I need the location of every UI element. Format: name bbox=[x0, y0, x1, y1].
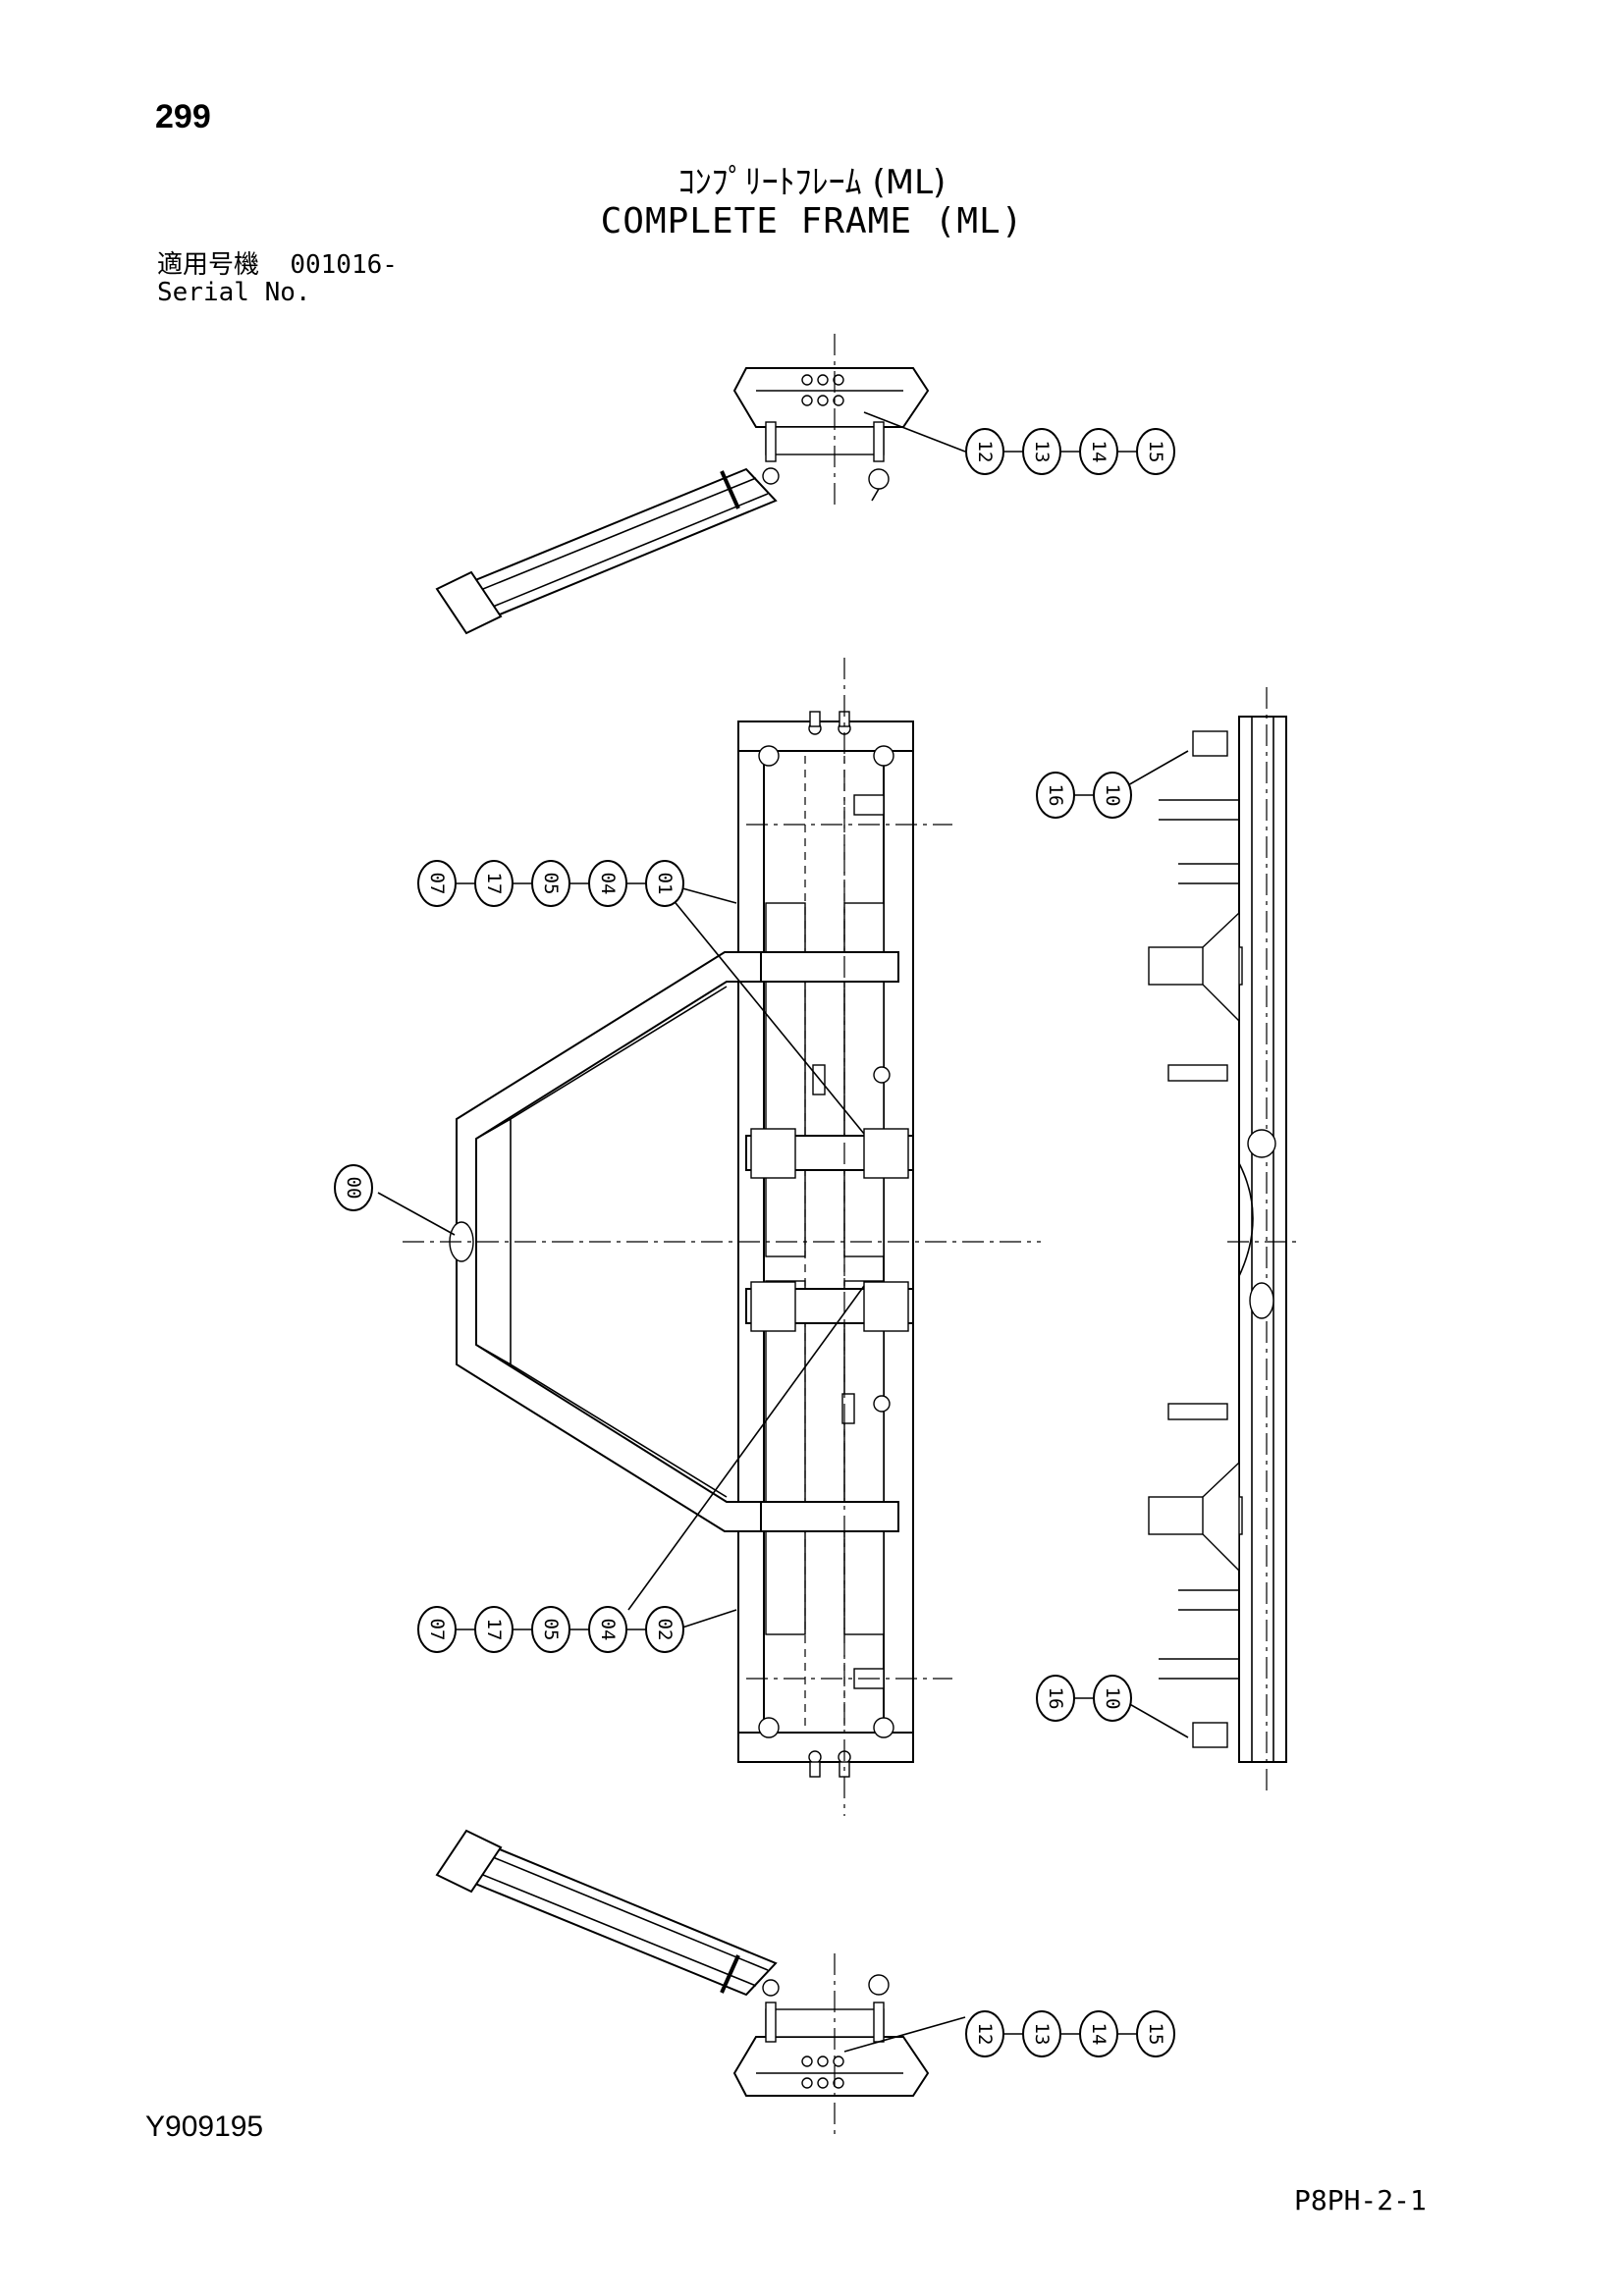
bottom-view-housing bbox=[732, 2036, 930, 2097]
callout-balloon bbox=[1136, 2010, 1175, 2057]
callout-number: 13 bbox=[1031, 441, 1053, 463]
callout-number: 15 bbox=[1145, 441, 1166, 463]
callout-balloon bbox=[645, 1606, 684, 1653]
side-view bbox=[1118, 687, 1296, 1796]
callout-balloon bbox=[334, 1164, 373, 1211]
callout-number: 04 bbox=[597, 873, 619, 895]
callout-balloon bbox=[1093, 772, 1132, 819]
callout-number: 16 bbox=[1045, 1687, 1066, 1710]
sheet-code: P8PH-2-1 bbox=[1294, 2184, 1427, 2216]
serial-row-jp: 適用号機 001016- bbox=[157, 251, 398, 279]
callout-number: 10 bbox=[1102, 784, 1123, 807]
bottom-view bbox=[435, 1829, 966, 2135]
callout-number: 02 bbox=[654, 1619, 676, 1641]
callout-number: 04 bbox=[597, 1619, 619, 1641]
callout-number: 00 bbox=[343, 1177, 364, 1200]
callout-number: 07 bbox=[426, 873, 448, 895]
document-code: Y909195 bbox=[145, 2110, 264, 2143]
callout-number: 16 bbox=[1045, 784, 1066, 807]
callout-number: 14 bbox=[1088, 441, 1110, 463]
callout-number: 17 bbox=[483, 873, 505, 895]
plan-view bbox=[377, 658, 1041, 1816]
callout-balloon bbox=[1093, 1675, 1132, 1722]
serial-value: 001016- bbox=[290, 250, 398, 280]
callout-balloon bbox=[645, 860, 684, 907]
callout-number: 17 bbox=[483, 1619, 505, 1641]
callout-number: 12 bbox=[974, 2023, 996, 2046]
callout-number: 15 bbox=[1145, 2023, 1166, 2046]
callout-number: 13 bbox=[1031, 2023, 1053, 2046]
top-view bbox=[435, 334, 966, 635]
callout-balloons: 12 13 14 15 12 13 14 15 07 17 05 04 01 07 17 05 04 02 00 16… bbox=[334, 428, 1175, 2057]
callout-number: 01 bbox=[654, 873, 676, 895]
callout-number: 10 bbox=[1102, 1687, 1123, 1710]
callout-number: 12 bbox=[974, 441, 996, 463]
callout-number: 14 bbox=[1088, 2023, 1110, 2046]
serial-block: 適用号機 001016- Serial No. bbox=[157, 251, 398, 306]
title-japanese: ｺﾝﾌﾟﾘｰﾄﾌﾚｰﾑ (ML) bbox=[677, 163, 947, 202]
callout-number: 05 bbox=[540, 1619, 562, 1641]
top-view-housing bbox=[732, 367, 930, 428]
serial-label-jp: 適用号機 bbox=[157, 250, 260, 280]
callout-number: 05 bbox=[540, 873, 562, 895]
serial-label-en: Serial No. bbox=[157, 278, 311, 307]
callout-number: 07 bbox=[426, 1619, 448, 1641]
callout-balloon bbox=[1136, 428, 1175, 475]
page-number: 299 bbox=[155, 98, 211, 135]
side-beam bbox=[1238, 716, 1287, 1763]
title-english: COMPLETE FRAME (ML) bbox=[600, 201, 1024, 241]
